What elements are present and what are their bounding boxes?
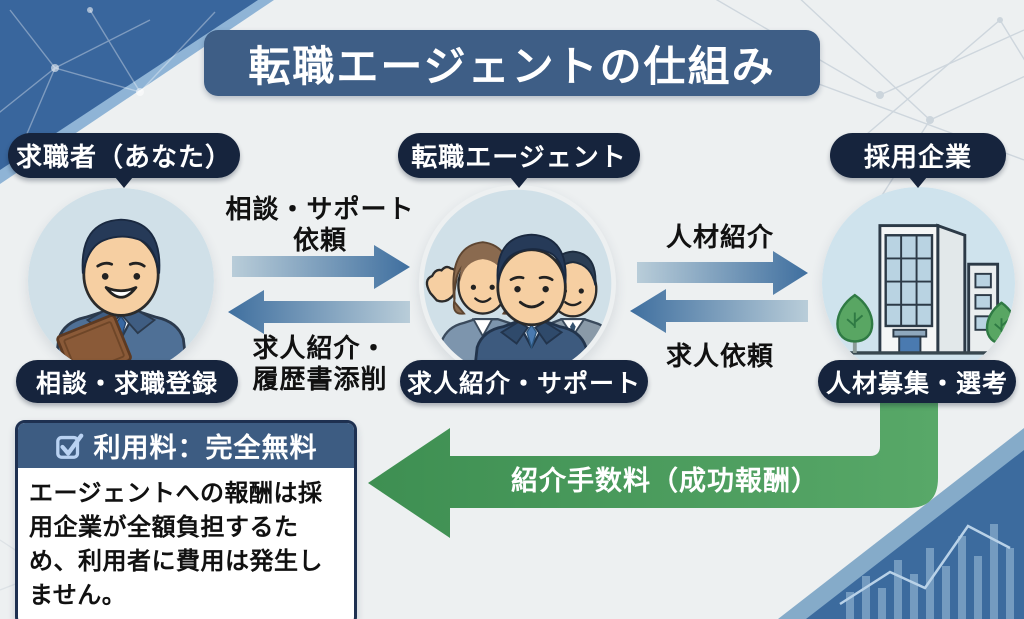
arrow-agent-to-seeker: [228, 290, 410, 334]
bubble-agent-label: 転職エージェント: [411, 142, 627, 172]
notice-body-text: エージェントへの報酬は採用企業が全額負担するため、利用者に費用は発生しません。: [29, 480, 323, 610]
bubble-tail: [510, 177, 528, 188]
checkbox-checked-icon: [55, 433, 83, 459]
agent-team-illustration: [419, 185, 616, 382]
corner-topleft-network: [0, 9, 216, 151]
caption-company-label: 人材募集・選考: [825, 369, 1008, 398]
company-illustration: [822, 187, 1015, 380]
bubble-job-seeker: 求職者（あなた）: [8, 133, 240, 188]
bubble-job-seeker-label: 求職者（あなた）: [15, 142, 232, 172]
arrow-company-to-agent: [630, 289, 808, 333]
caption-company: 人材募集・選考: [818, 360, 1016, 403]
flow-label-line: 紹介手数料（成功報酬）: [511, 466, 819, 496]
caption-agent-label: 求人紹介・サポート: [406, 369, 641, 398]
flow-label-line: 履歴書添削: [252, 363, 388, 394]
job-seeker-illustration: [28, 188, 214, 374]
page-title-text: 転職エージェントの仕組み: [248, 42, 776, 90]
corner-bottomright-edge: [778, 428, 1024, 619]
flow-label-consult-support: 相談・サポート 依頼: [208, 194, 432, 255]
flow-label-line: 相談・サポート: [225, 194, 415, 224]
flow-label-job-request: 求人依頼: [628, 341, 812, 372]
flow-label-referral-fee: 紹介手数料（成功報酬）: [465, 466, 865, 498]
flow-label-line: 求人紹介・: [252, 333, 388, 363]
caption-seeker: 相談・求職登録: [16, 360, 238, 403]
notice-header: 利用料：完全無料: [18, 423, 354, 468]
corner-bottomright-trendline: [839, 524, 1011, 606]
flow-label-line: 人材紹介: [665, 222, 774, 252]
job-seeker-man-icon: [28, 188, 214, 374]
flow-label-talent-referral: 人材紹介: [628, 222, 812, 253]
bubble-company-label: 採用企業: [863, 142, 972, 172]
caption-seeker-label: 相談・求職登録: [35, 369, 218, 398]
caption-agent: 求人紹介・サポート: [400, 360, 648, 403]
page-title: 転職エージェントの仕組み: [204, 30, 820, 96]
bubble-company: 採用企業: [830, 133, 1006, 188]
flow-label-line: 求人依頼: [665, 341, 774, 371]
free-usage-notice-box: 利用料：完全無料 エージェントへの報酬は採用企業が全額負担するため、利用者に費用…: [15, 420, 357, 619]
bubble-tail: [115, 177, 133, 188]
bubble-tail: [909, 177, 927, 188]
agent-team-icon: [423, 189, 612, 378]
network-dots-top-right: [876, 17, 1003, 124]
flow-label-job-intro-resume: 求人紹介・ 履歴書添削: [208, 333, 432, 394]
office-building-icon: [822, 187, 1015, 380]
corner-topleft-dots: [51, 7, 144, 96]
notice-header-label: 利用料：完全無料: [93, 433, 318, 463]
bubble-agent: 転職エージェント: [398, 133, 640, 188]
corner-bottomright-bars: [846, 524, 1014, 619]
arrow-agent-to-company: [637, 251, 808, 295]
flow-label-line: 依頼: [292, 224, 347, 255]
